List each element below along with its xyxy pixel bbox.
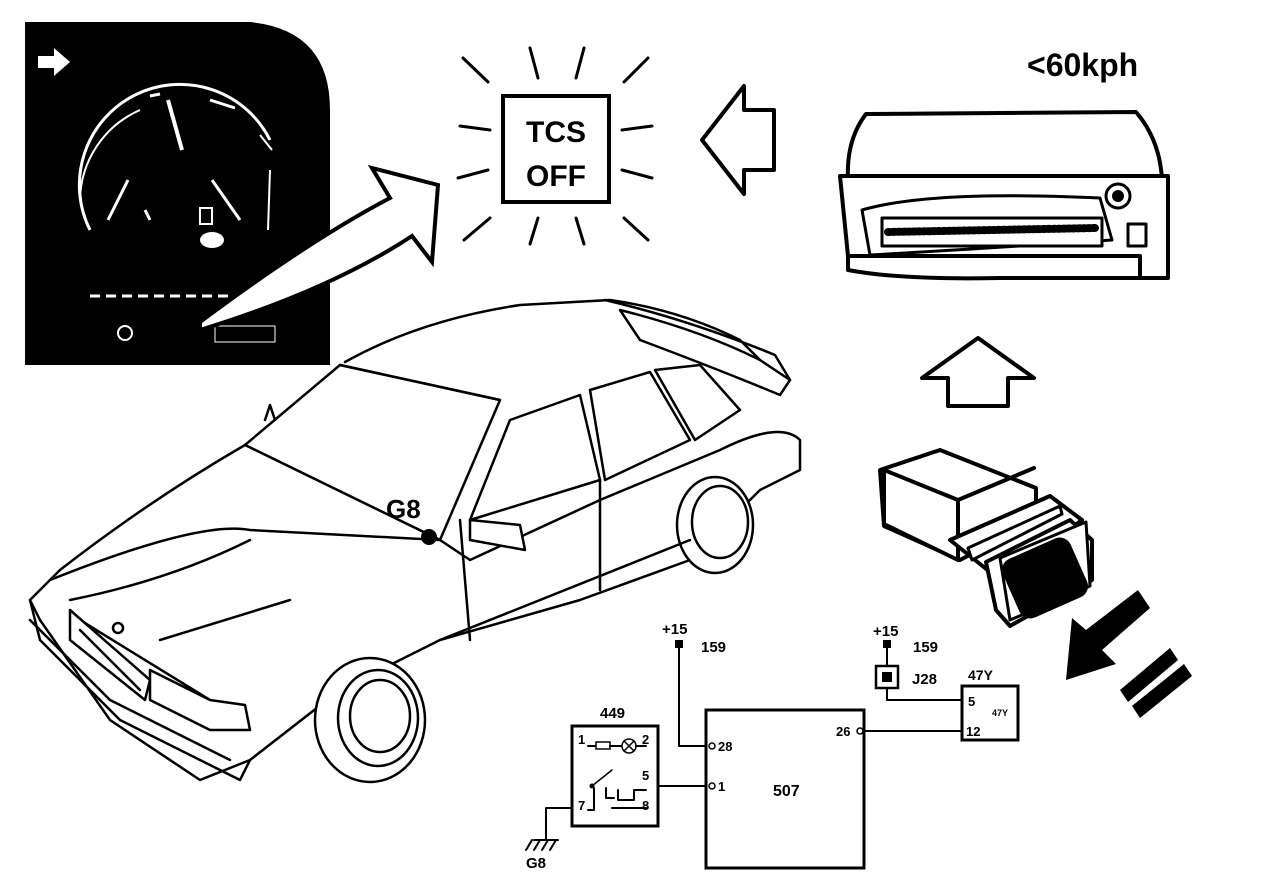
supply-a-wire: 159 — [701, 639, 726, 656]
inst-pin-2: 2 — [642, 732, 649, 747]
wiring-schematic: +15 159 507 28 1 26 449 1 2 5 7 8 — [525, 621, 1020, 872]
control-module-illustration — [838, 110, 1170, 281]
arrow-to-lamp — [198, 164, 441, 333]
switch-box — [960, 684, 1020, 742]
cm-pin-26: 26 — [836, 724, 850, 739]
arrow-up-outline — [920, 336, 1036, 408]
gauge-needle — [166, 99, 184, 151]
speed-condition-label: <60kph — [1027, 47, 1138, 83]
press-arrow — [1066, 590, 1192, 718]
sw-pin-5: 5 — [968, 694, 975, 709]
switch-component-label: 47Y — [968, 667, 994, 683]
control-module-label: 507 — [773, 783, 800, 800]
car-illustration — [28, 298, 802, 784]
supply-a-voltage: +15 — [662, 621, 687, 638]
ground-point-g8: G8 — [386, 494, 437, 545]
instrument-cluster — [25, 22, 441, 365]
fuel-icon — [199, 207, 213, 225]
lamp-text-line2: OFF — [526, 160, 586, 193]
inst-pin-5: 5 — [642, 768, 649, 783]
inst-pin-1: 1 — [578, 732, 585, 747]
sw-pin-12: 12 — [966, 724, 980, 739]
ground-point-label: G8 — [386, 494, 421, 524]
instrument-box — [570, 724, 660, 828]
supply-b-voltage: +15 — [873, 623, 898, 640]
inst-pin-7: 7 — [578, 798, 585, 813]
supply-b-wire: 159 — [913, 639, 938, 656]
turn-signal-icon — [38, 48, 70, 76]
junction-label: J28 — [912, 671, 937, 688]
control-module-box — [704, 708, 866, 870]
tcs-switch-illustration: TCS — [878, 448, 1094, 628]
ground-symbol-icon — [525, 839, 559, 851]
cm-pin-28: 28 — [718, 739, 732, 754]
cm-pin-1: 1 — [718, 779, 725, 794]
schematic-ground-label: G8 — [526, 855, 546, 872]
arrow-left-outline — [700, 84, 776, 196]
inst-pin-8: 8 — [642, 798, 649, 813]
instrument-component-label: 449 — [600, 705, 625, 722]
tcs-off-warning-lamp: TCS OFF — [456, 46, 654, 246]
switch-symbol-text: 47Y — [992, 708, 1008, 718]
lamp-text-line1: TCS — [526, 116, 586, 149]
